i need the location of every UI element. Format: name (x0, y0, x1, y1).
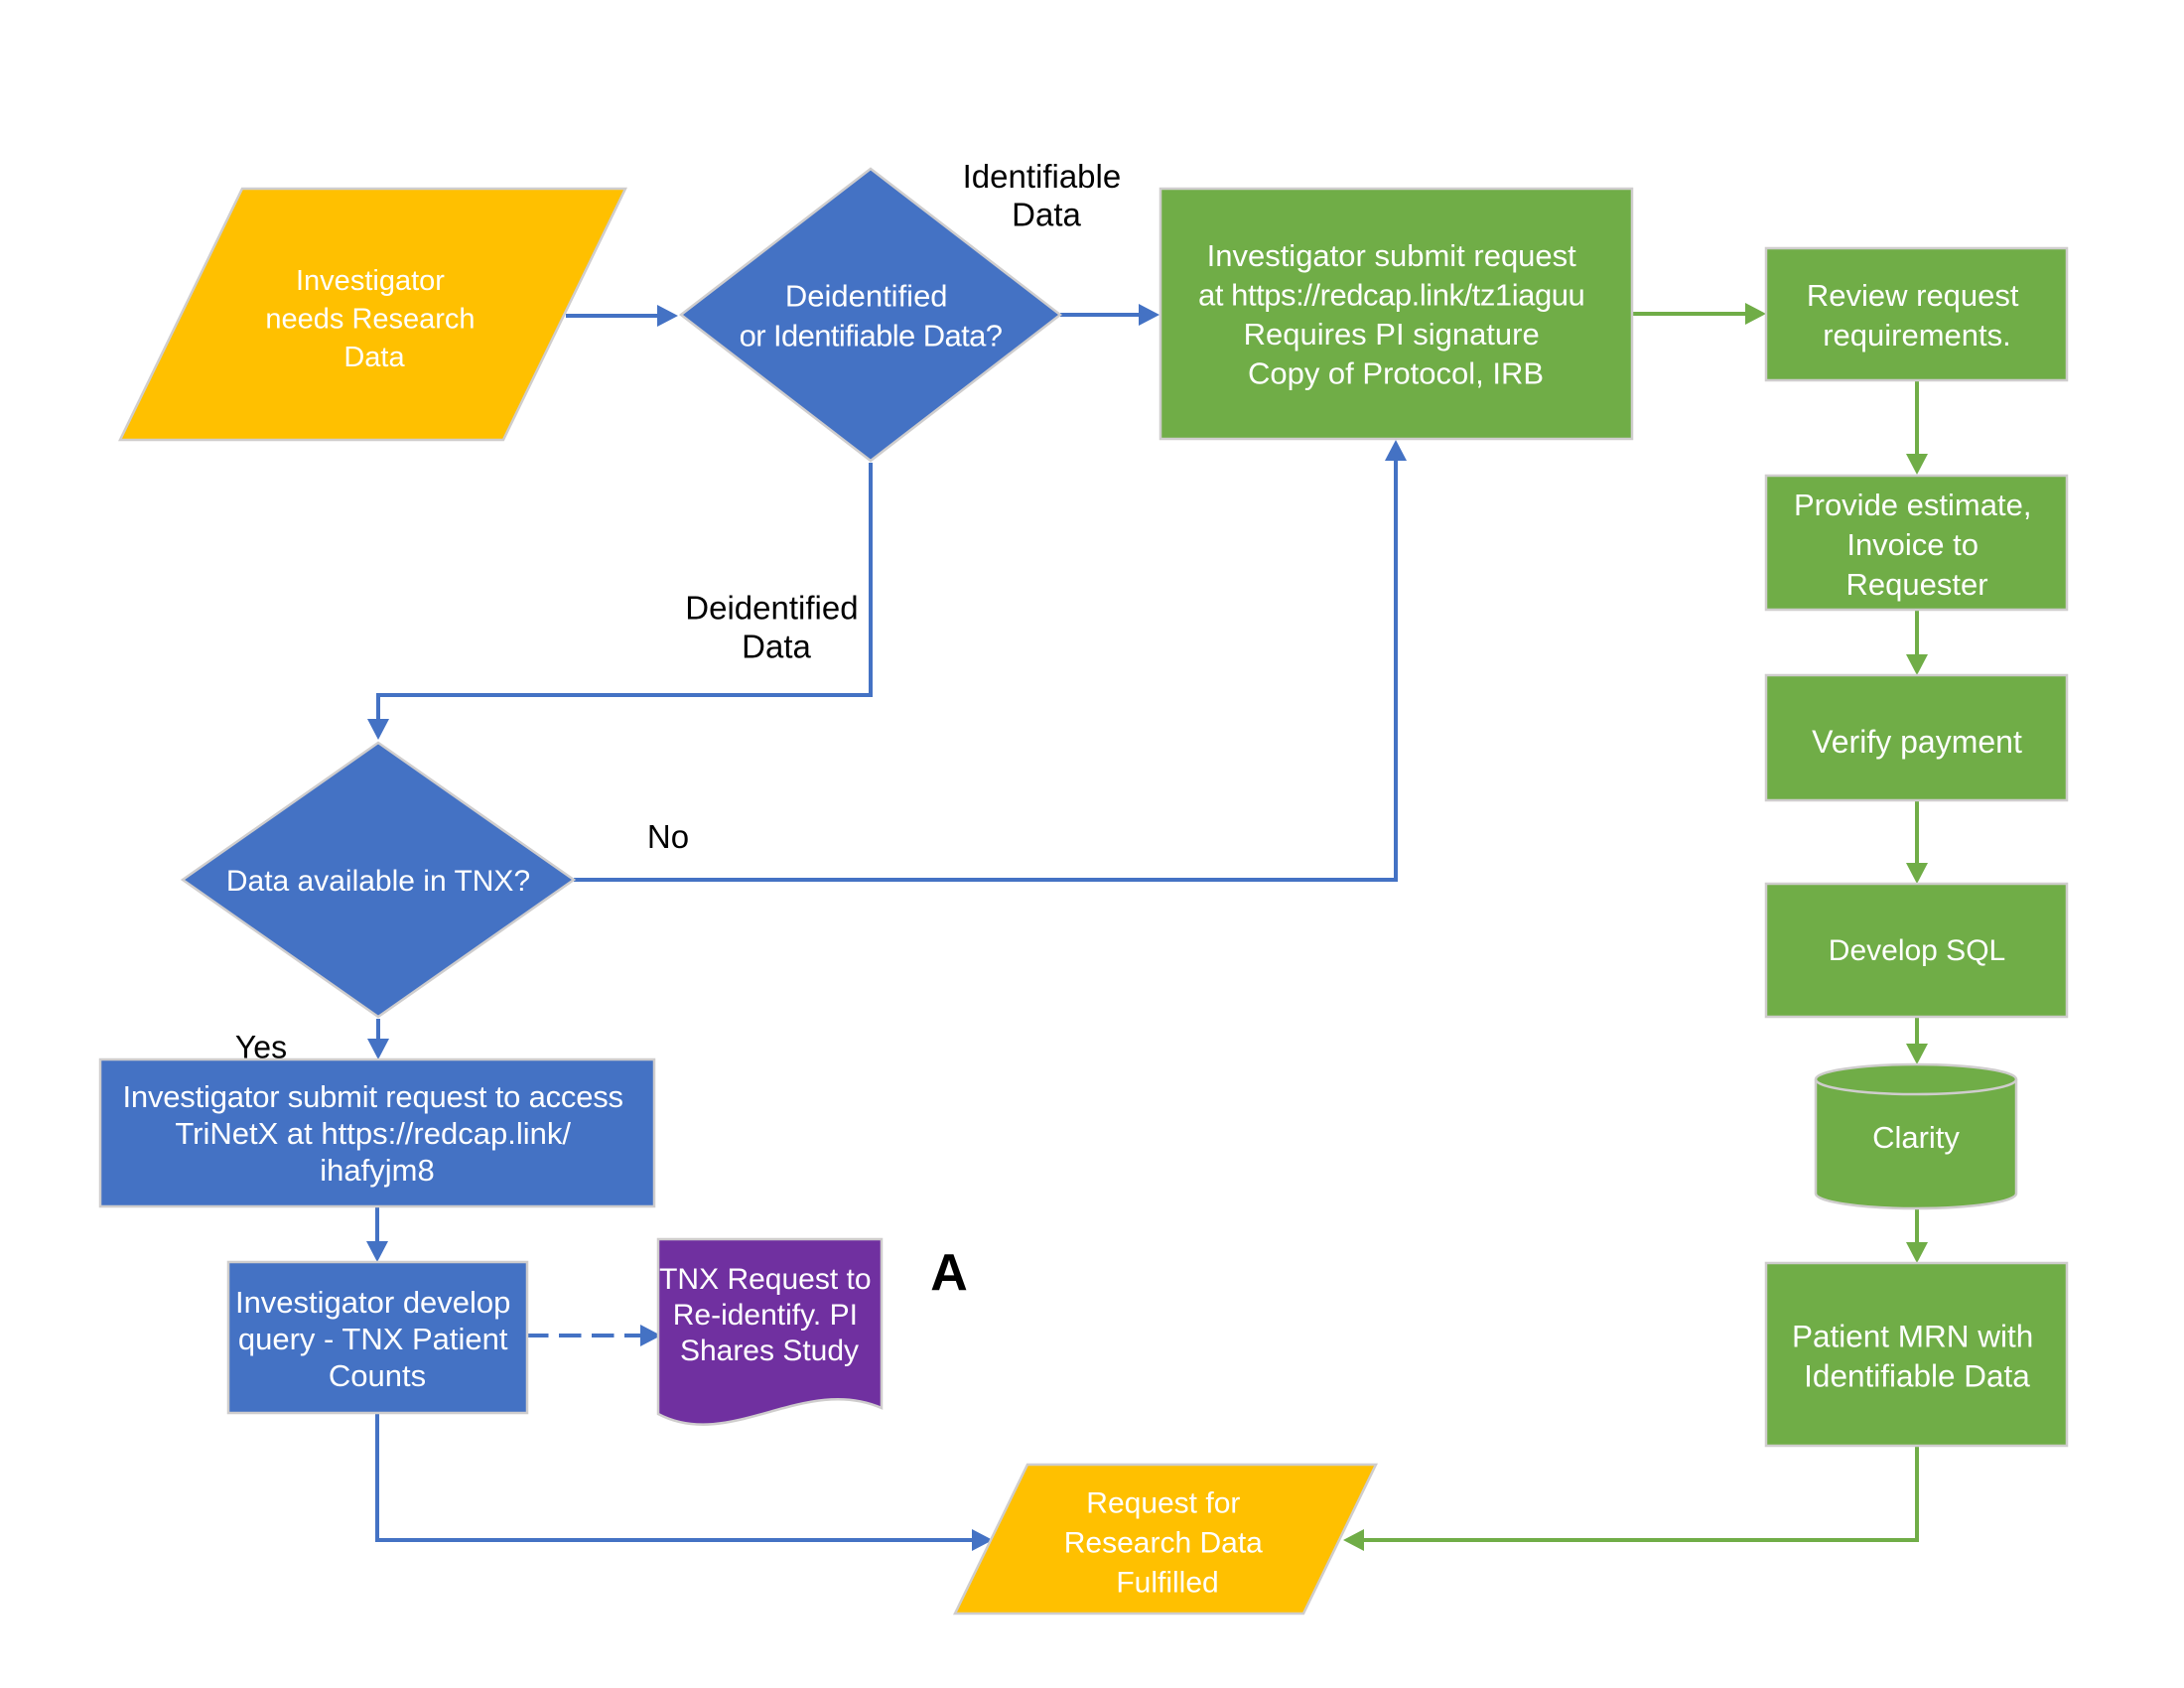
svg-text:Investigator needs Resea: Investigator needs Research Data (265, 265, 482, 373)
svg-text:Deidentified Data: Deidentified Data (685, 589, 867, 664)
svg-text:Deidentified or Identifi: Deidentified or Identifiable Data? (740, 278, 1003, 352)
svg-text:Investigator submit request: Investigator submit request at https://r… (1198, 238, 1593, 391)
svg-text:Clarity: Clarity (1872, 1120, 1960, 1155)
svg-text:Verify payment: Verify payment (1812, 724, 2022, 760)
svg-text:Investigator submit request to: Investigator submit request to access Tr… (123, 1079, 632, 1188)
svg-text:Request for Research Dat: Request for Research Data Fulfilled (1064, 1486, 1271, 1599)
svg-text:Provide estimate, Invoic: Provide estimate, Invoice to Requester (1794, 488, 2040, 602)
svg-text:Identifiable Data: Identifiable Data (963, 158, 1131, 233)
svg-text:Data available in TNX?: Data available in TNX? (226, 865, 530, 898)
svg-text:No: No (647, 818, 689, 855)
svg-text:Investigator develop que: Investigator develop query - TNX Patient… (235, 1285, 519, 1393)
svg-text:Develop SQL: Develop SQL (1829, 934, 2005, 967)
svg-text:Review request requireme: Review request requirements. (1807, 278, 2027, 352)
svg-text:Yes: Yes (235, 1030, 287, 1065)
svg-text:A: A (930, 1244, 968, 1302)
svg-text:TNX Request to Re-identi: TNX Request to Re-identify. PI Shares St… (659, 1263, 880, 1367)
svg-text:Patient MRN with Identif: Patient MRN with Identifiable Data (1792, 1319, 2042, 1394)
